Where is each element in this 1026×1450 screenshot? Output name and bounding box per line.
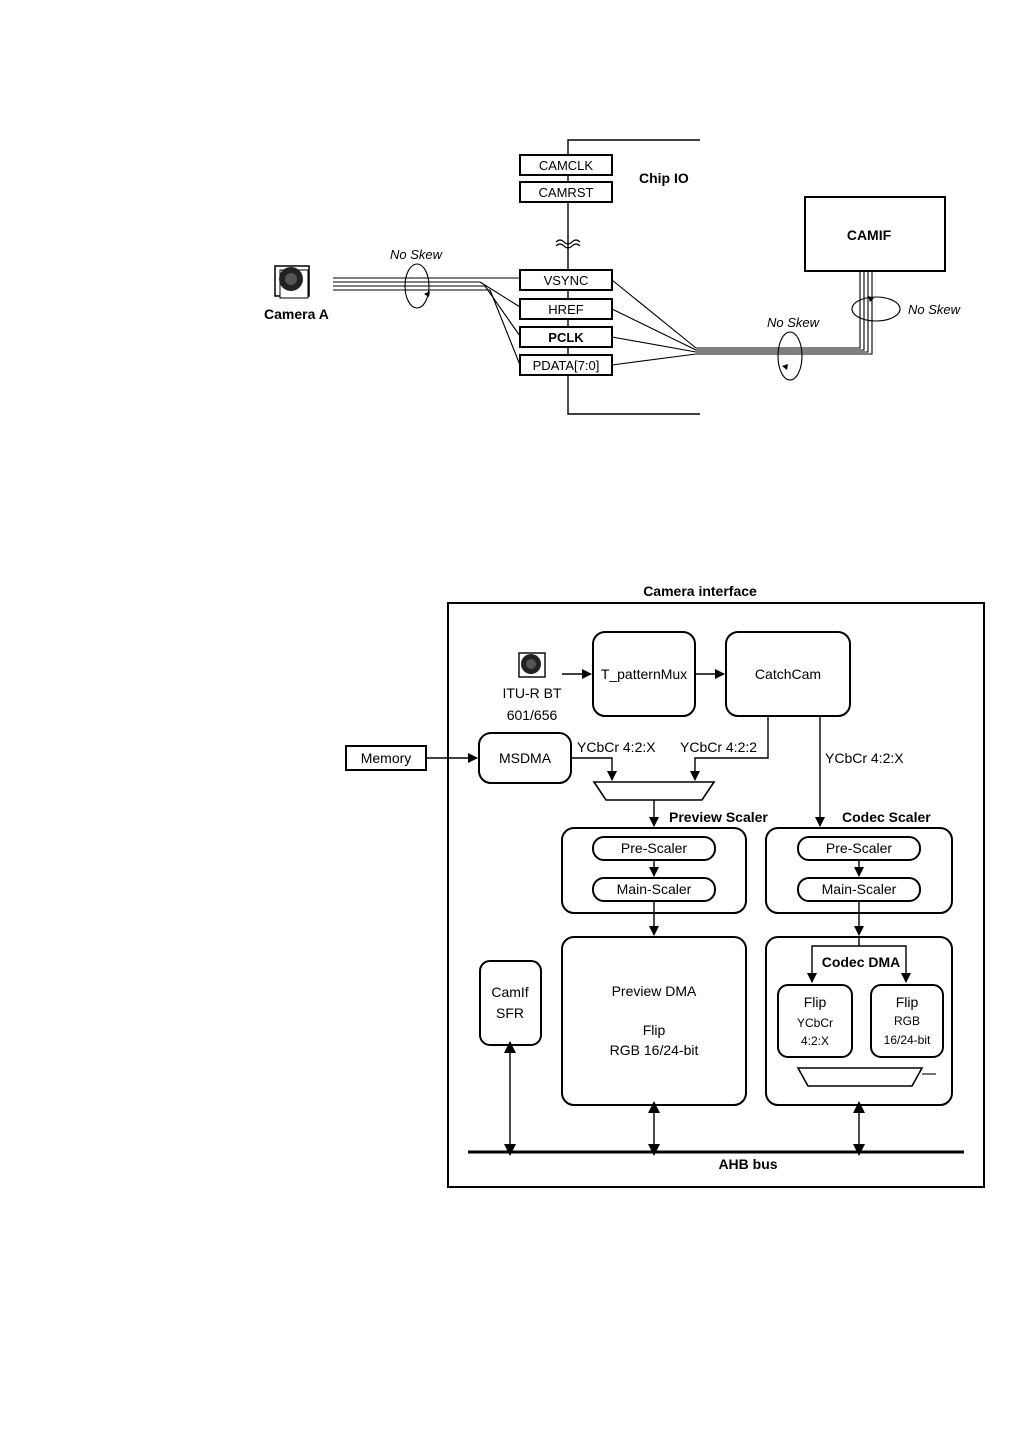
svg-text:SFR: SFR bbox=[496, 1005, 524, 1021]
ycbcr-422-label: YCbCr 4:2:2 bbox=[680, 739, 757, 755]
svg-text:Flip: Flip bbox=[643, 1022, 666, 1038]
svg-text:CAMCLK: CAMCLK bbox=[539, 158, 594, 173]
no-skew-label-camera: No Skew bbox=[390, 247, 444, 262]
catch-cam-block: CatchCam bbox=[725, 631, 851, 717]
output-mux bbox=[796, 1067, 924, 1087]
svg-text:Main-Scaler: Main-Scaler bbox=[822, 881, 897, 897]
camif-sfr-block: CamIf SFR bbox=[479, 960, 542, 1046]
svg-text:HREF: HREF bbox=[548, 302, 583, 317]
svg-text:Main-Scaler: Main-Scaler bbox=[617, 881, 692, 897]
arrow-catchcam-to-mux bbox=[690, 716, 769, 781]
pin-camclk: CAMCLK bbox=[519, 154, 613, 176]
memory-block: Memory bbox=[345, 745, 427, 771]
pin-camrst: CAMRST bbox=[519, 181, 613, 203]
svg-text:Pre-Scaler: Pre-Scaler bbox=[621, 840, 687, 856]
codec-scaler-label: Codec Scaler bbox=[842, 809, 931, 825]
msdma-block: MSDMA bbox=[478, 732, 572, 784]
preview-scaler-block: Pre-Scaler Main-Scaler bbox=[561, 827, 747, 914]
skew-loop-bus bbox=[777, 331, 803, 381]
svg-text:CAMIF: CAMIF bbox=[847, 227, 892, 243]
svg-text:Preview DMA: Preview DMA bbox=[612, 983, 697, 999]
no-skew-label-camif: No Skew bbox=[908, 302, 962, 317]
ycbcr-42x-right-label: YCbCr 4:2:X bbox=[825, 750, 904, 766]
pin-vsync: VSYNC bbox=[519, 269, 613, 291]
svg-text:CatchCam: CatchCam bbox=[755, 666, 821, 682]
camif-block: CAMIF bbox=[804, 196, 946, 272]
codec-dma-block: Codec DMA Flip YCbCr 4:2:X Flip RGB 16/2… bbox=[765, 936, 953, 1106]
camera-a-label: Camera A bbox=[264, 306, 329, 322]
svg-text:Pre-Scaler: Pre-Scaler bbox=[826, 840, 892, 856]
svg-text:Flip: Flip bbox=[896, 994, 919, 1010]
svg-text:Memory: Memory bbox=[361, 750, 412, 766]
camera-interface-diagram: Camera interface ITU-R BT 601/656 T_patt… bbox=[345, 583, 985, 1188]
chip-io-label: Chip IO bbox=[639, 170, 689, 186]
svg-text:YCbCr: YCbCr bbox=[797, 1016, 833, 1030]
svg-text:4:2:X: 4:2:X bbox=[801, 1034, 829, 1048]
svg-text:16/24-bit: 16/24-bit bbox=[884, 1033, 931, 1047]
svg-text:CAMRST: CAMRST bbox=[539, 185, 594, 200]
break-symbol bbox=[555, 239, 581, 249]
svg-text:Flip: Flip bbox=[804, 994, 827, 1010]
svg-text:PDATA[7:0]: PDATA[7:0] bbox=[533, 358, 600, 373]
no-skew-label-bus: No Skew bbox=[767, 315, 821, 330]
source-label-line2: 601/656 bbox=[507, 707, 558, 723]
camera-to-chip-wires bbox=[333, 277, 521, 366]
ycbcr-42x-left-label: YCbCr 4:2:X bbox=[577, 739, 656, 755]
svg-text:RGB 16/24-bit: RGB 16/24-bit bbox=[610, 1042, 699, 1058]
pin-pdata: PDATA[7:0] bbox=[519, 354, 613, 376]
camera-source-icon bbox=[518, 652, 546, 678]
preview-dma-block: Preview DMA Flip RGB 16/24-bit bbox=[561, 936, 747, 1106]
t-pattern-mux-block: T_patternMux bbox=[592, 631, 696, 717]
flip-ycbcr-block bbox=[777, 984, 853, 1058]
source-label-line1: ITU-R BT bbox=[502, 685, 562, 701]
svg-text:MSDMA: MSDMA bbox=[499, 750, 552, 766]
svg-text:PCLK: PCLK bbox=[548, 330, 584, 345]
preview-scaler-label: Preview Scaler bbox=[669, 809, 768, 825]
codec-scaler-block: Pre-Scaler Main-Scaler bbox=[765, 827, 953, 914]
chip-io-diagram: CAMCLK CAMRST VSYNC HREF PCLK PDATA[7:0]… bbox=[264, 139, 962, 415]
skew-loop-camif bbox=[851, 296, 901, 322]
arrow-msdma-to-mux bbox=[571, 757, 617, 781]
pin-pclk: PCLK bbox=[519, 326, 613, 348]
svg-text:RGB: RGB bbox=[894, 1014, 920, 1028]
svg-text:VSYNC: VSYNC bbox=[544, 273, 589, 288]
chip-to-camif-wires bbox=[611, 272, 873, 366]
pin-href: HREF bbox=[519, 298, 613, 320]
ahb-bus-label: AHB bus bbox=[718, 1156, 777, 1172]
camera-a-icon bbox=[274, 265, 310, 299]
camera-interface-frame bbox=[447, 602, 985, 1188]
input-mux bbox=[592, 781, 716, 801]
flip-rgb-block bbox=[870, 984, 944, 1058]
svg-text:CamIf: CamIf bbox=[491, 984, 528, 1000]
skew-loop-camera bbox=[404, 263, 430, 309]
svg-text:T_patternMux: T_patternMux bbox=[601, 666, 687, 682]
diagram-title: Camera interface bbox=[643, 583, 757, 599]
codec-dma-label: Codec DMA bbox=[822, 954, 901, 970]
